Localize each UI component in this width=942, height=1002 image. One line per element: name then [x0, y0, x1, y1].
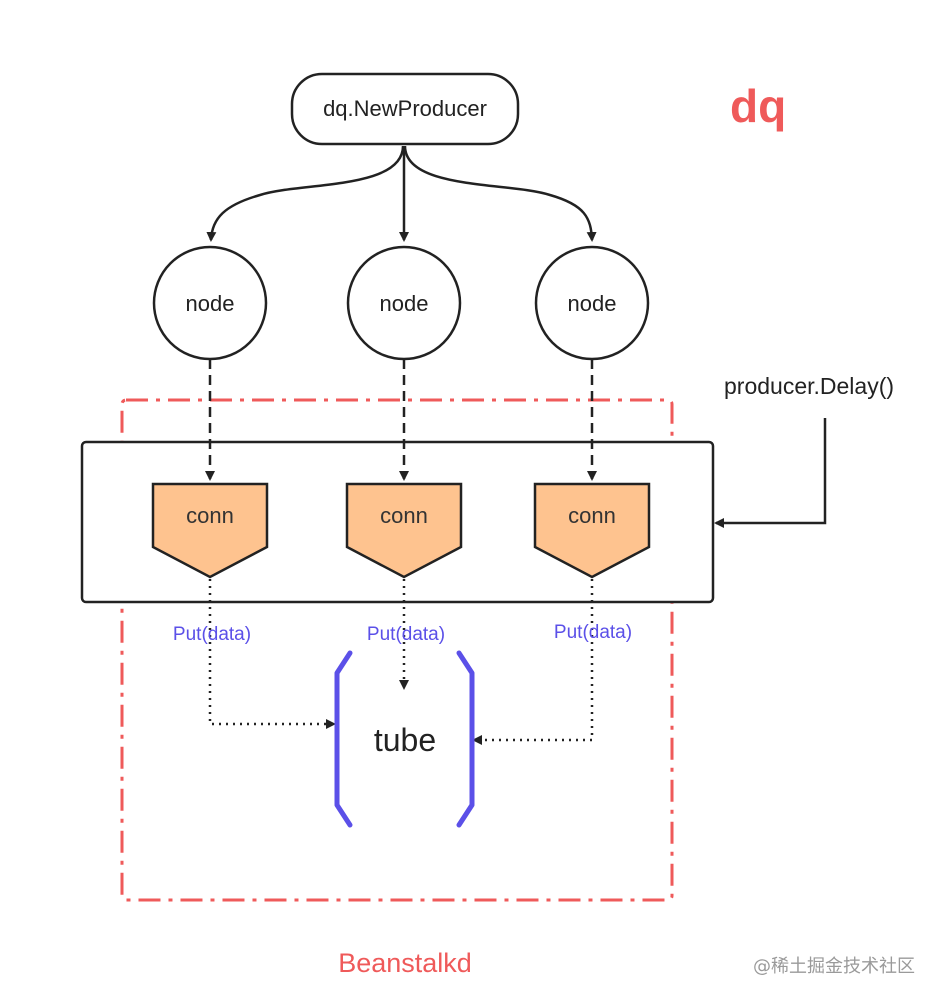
put-label-1: Put(data): [173, 624, 251, 645]
conn-3-shape: [533, 482, 651, 579]
conn-3-to-tube-arrow: [472, 579, 594, 745]
conn-2-label: conn: [380, 503, 428, 528]
put-label-3: Put(data): [554, 622, 632, 643]
delay-to-conn-container-arrow: [714, 418, 827, 528]
conn-3-label: conn: [568, 503, 616, 528]
node-3-label: node: [568, 291, 617, 316]
watermark-text: @稀土掘金技术社区: [753, 956, 915, 977]
diagram-title: dq: [730, 80, 786, 132]
producer-to-node-1-arrow: [206, 145, 405, 242]
beanstalkd-frame: [120, 398, 674, 902]
tube-left-bracket: [334, 650, 353, 828]
producer-to-node-3-arrow: [403, 145, 597, 242]
tube-right-bracket: [456, 650, 475, 828]
node-2-label: node: [380, 291, 429, 316]
producer-delay-label: producer.Delay(): [724, 373, 894, 399]
conn-1-shape: [151, 482, 269, 579]
node-1-label: node: [186, 291, 235, 316]
producer-label: dq.NewProducer: [323, 96, 487, 121]
producer-box: [290, 72, 520, 146]
conn-2-shape: [345, 482, 463, 579]
beanstalkd-label: Beanstalkd: [338, 948, 472, 978]
tube-label: tube: [374, 722, 436, 758]
conn-1-label: conn: [186, 503, 234, 528]
put-label-2: Put(data): [367, 624, 445, 645]
